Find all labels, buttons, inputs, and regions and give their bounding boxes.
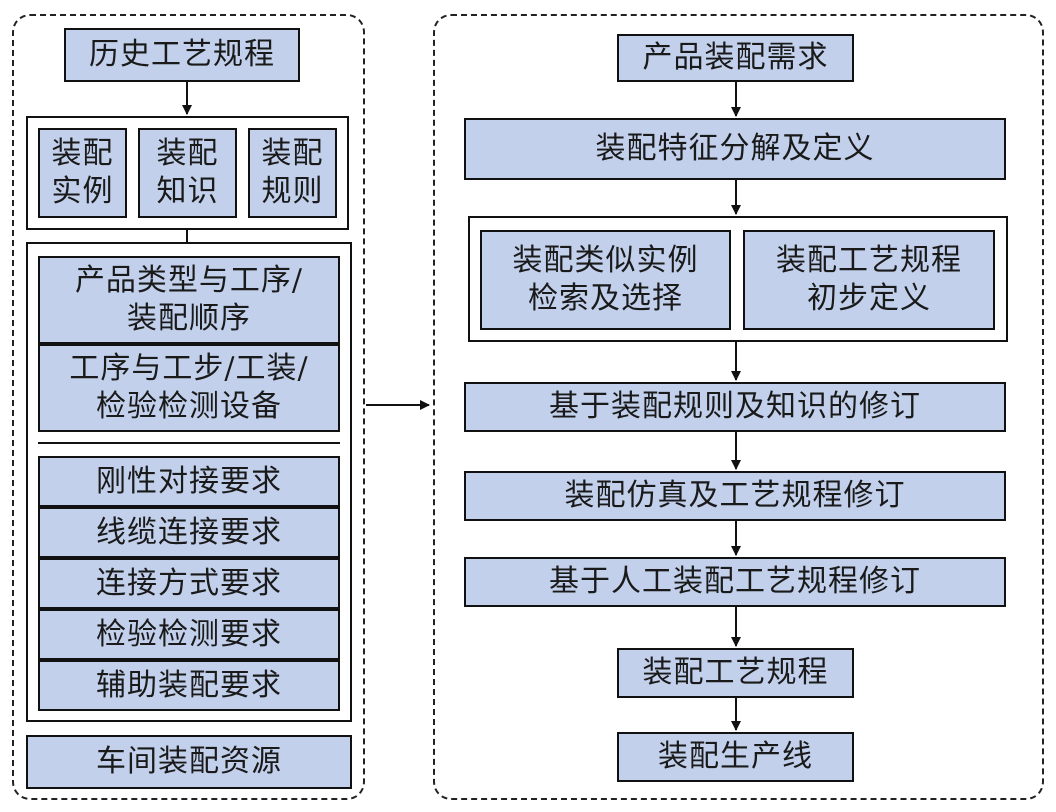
inspection-box: 检验检测要求: [38, 609, 340, 660]
product-type-process-box: 产品类型与工序/ 装配顺序: [38, 256, 340, 344]
feature-decomposition-box: 装配特征分解及定义: [464, 118, 1006, 180]
rigid-docking-box: 刚性对接要求: [38, 456, 340, 507]
simulation-revision-box: 装配仿真及工艺规程修订: [464, 471, 1006, 521]
rule-revision-box: 基于装配规则及知识的修订: [464, 382, 1006, 432]
assembly-example-box: 装配 实例: [38, 128, 127, 218]
workshop-resources-box: 车间装配资源: [26, 735, 352, 789]
production-line-box: 装配生产线: [617, 732, 854, 782]
similar-case-box: 装配类似实例 检索及选择: [480, 230, 731, 330]
process-spec-box: 装配工艺规程: [617, 648, 854, 698]
auxiliary-assembly-box: 辅助装配要求: [38, 660, 340, 711]
knowledge-connector: [186, 230, 188, 242]
assembly-rules-box: 装配 规则: [248, 128, 337, 218]
cable-connection-box: 线缆连接要求: [38, 507, 340, 558]
preliminary-definition-box: 装配工艺规程 初步定义: [743, 230, 995, 330]
history-process-box: 历史工艺规程: [64, 28, 300, 82]
connection-method-box: 连接方式要求: [38, 558, 340, 609]
process-step-equipment-box: 工序与工步/工装/ 检验检测设备: [38, 344, 340, 432]
knowledge-source-group: [12, 14, 365, 800]
process-flow-group: [433, 14, 1044, 800]
separator-line: [38, 442, 340, 444]
manual-revision-box: 基于人工装配工艺规程修订: [464, 557, 1006, 607]
product-demand-box: 产品装配需求: [617, 34, 854, 82]
assembly-knowledge-box: 装配 知识: [138, 128, 237, 218]
